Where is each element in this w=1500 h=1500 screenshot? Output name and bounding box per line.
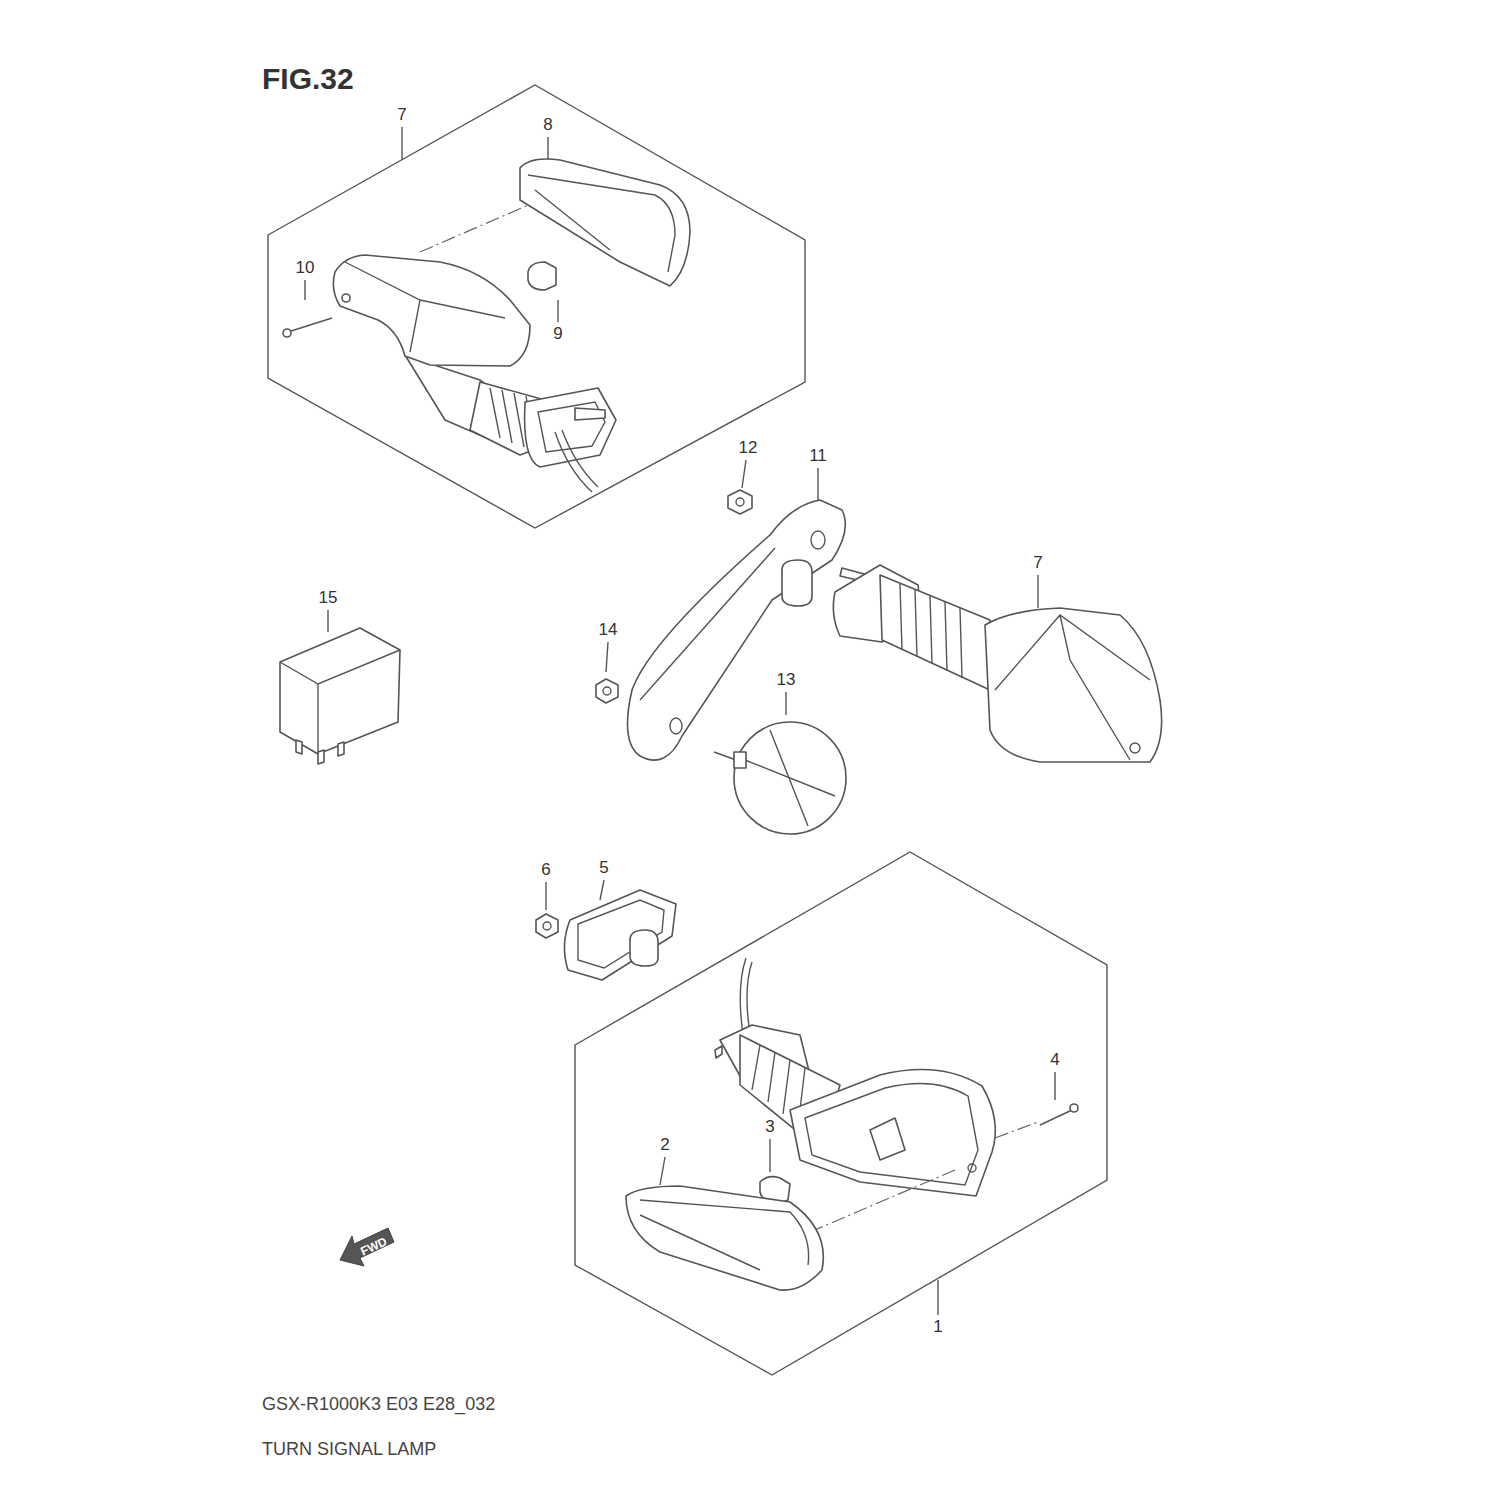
- callout-number: 14: [597, 621, 620, 640]
- model-code: GSX-R1000K3 E03 E28_032: [262, 1395, 495, 1415]
- group-frame: [268, 85, 805, 528]
- turn-signal-top: [283, 159, 690, 492]
- callout-number: 7: [395, 106, 408, 125]
- callout-number: 4: [1048, 1051, 1061, 1070]
- callout-number: 10: [294, 259, 317, 278]
- callout-number: 6: [539, 861, 552, 880]
- turn-signal-bottom: [626, 958, 1078, 1290]
- callout-number: 11: [807, 447, 829, 466]
- figure-title: FIG.32: [262, 62, 354, 95]
- mount-plate: [536, 890, 676, 980]
- callout-number: 12: [737, 439, 760, 458]
- leader-lines: [305, 127, 1055, 1315]
- callout-number: 3: [763, 1118, 776, 1137]
- relay: [280, 628, 400, 764]
- turn-signal-right: [833, 565, 1161, 762]
- callout-number: 13: [775, 671, 798, 690]
- figure-caption: TURN SIGNAL LAMP: [262, 1440, 436, 1460]
- callout-number: 15: [317, 589, 340, 608]
- callout-number: 7: [1031, 554, 1044, 573]
- callout-number: 9: [551, 325, 564, 344]
- callout-number: 5: [597, 859, 610, 878]
- callout-number: 8: [541, 116, 554, 135]
- forward-arrow: [340, 1228, 394, 1266]
- direction-label: FWD: [359, 1235, 389, 1259]
- callout-number: 2: [658, 1136, 671, 1155]
- bracket-assembly: [596, 490, 846, 834]
- callout-number: 1: [931, 1318, 944, 1337]
